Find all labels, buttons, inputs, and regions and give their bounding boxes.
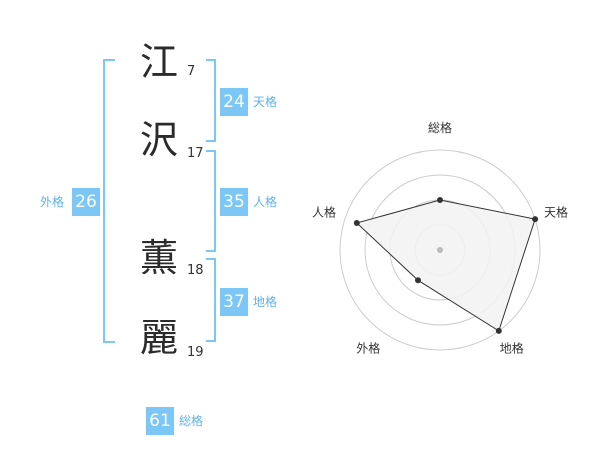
name-char-1: 江 [140,40,179,84]
jinkaku-value: 35 [220,188,248,216]
tenkaku-bracket [206,59,216,142]
name-char-4: 麗 [140,316,179,360]
gaikaku-bracket [103,59,115,343]
stroke-count-2: 17 [187,146,204,161]
tenkaku-label: 天格 [253,95,278,109]
radar-series-area [355,199,536,332]
chikaku-bracket [206,258,216,342]
radar-center-dot [437,247,443,253]
soukaku-label: 総格 [179,414,204,428]
radar-axis-label-1: 総格 [428,120,452,135]
jinkaku-bracket [206,150,216,252]
chikaku-value: 37 [220,288,248,316]
stroke-count-4: 19 [187,345,204,360]
radar-axis-label-4: 外格 [356,341,380,356]
radar-point-4 [415,277,421,284]
name-char-2: 沢 [140,118,179,162]
chikaku-label: 地格 [253,295,278,309]
radar-axis-label-2: 天格 [544,204,568,219]
gaikaku-value: 26 [72,188,100,216]
radar-ring-4 [339,149,541,351]
radar-point-2 [532,216,539,223]
stroke-count-3: 18 [187,263,204,278]
radar-point-3 [495,327,502,334]
gaikaku-label: 外格 [40,195,65,209]
radar-axis-label-5: 人格 [312,204,336,219]
soukaku-value: 61 [146,407,174,435]
tenkaku-value: 24 [220,88,248,116]
name-char-3: 薫 [140,236,179,280]
stroke-count-1: 7 [187,64,196,79]
radar-point-5 [353,220,360,226]
radar-axis-label-3: 地格 [500,341,524,356]
radar-point-1 [437,197,443,203]
jinkaku-label: 人格 [253,195,278,209]
